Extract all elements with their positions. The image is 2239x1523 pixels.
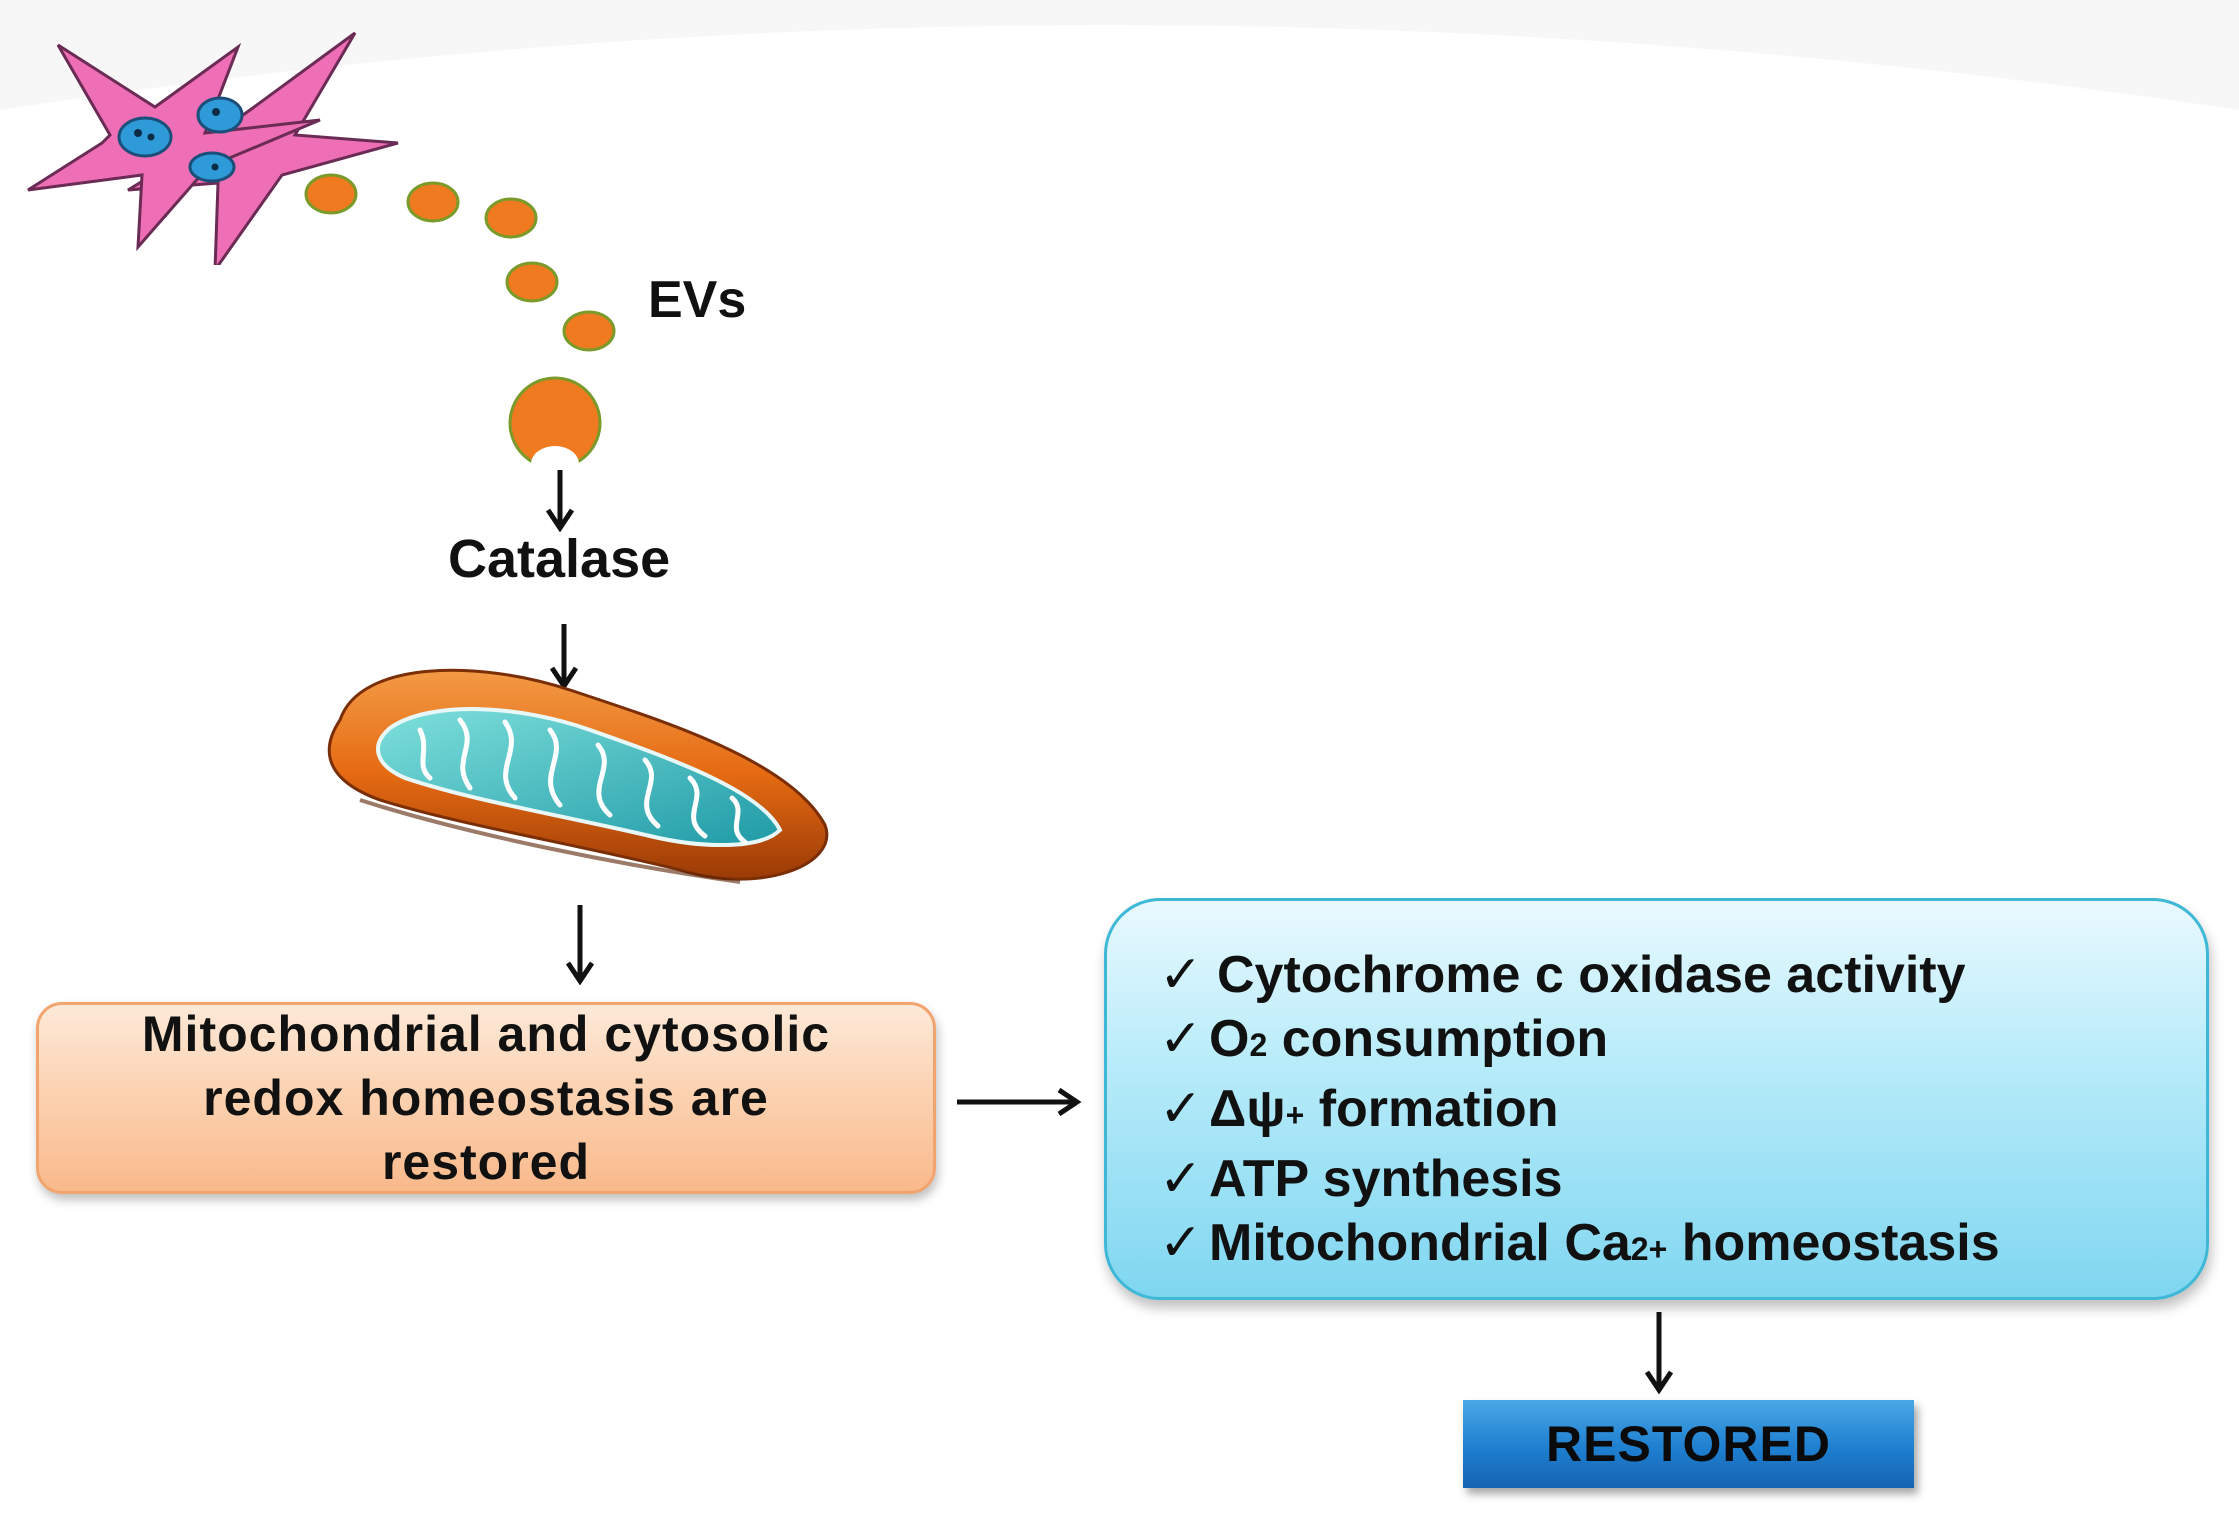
function-superscript: + [1285, 1097, 1305, 1133]
function-text-tail: consumption [1267, 1010, 1609, 1068]
vesicle [484, 197, 538, 239]
checkmark-icon: ✓ [1159, 1150, 1203, 1208]
stem-cells-illustration [27, 31, 399, 265]
function-text: Cytochrome c oxidase activity [1217, 946, 1966, 1004]
vesicle [304, 173, 358, 215]
function-item-membrane-potential: ✓ Δψ+ formation [1159, 1077, 2206, 1147]
extracellular-vesicles [304, 173, 616, 482]
function-text-tail: formation [1304, 1080, 1559, 1138]
function-subscript: 2 [1249, 1027, 1268, 1063]
redox-homeostasis-text: Mitochondrial and cytosolic redox homeos… [142, 1002, 830, 1194]
function-text-tail: homeostasis [1667, 1214, 2000, 1272]
catalase-label: Catalase [448, 529, 671, 589]
fusing-vesicle-icon [508, 376, 602, 482]
arrow-down-icon [549, 624, 579, 690]
nucleus-icon [196, 96, 244, 134]
function-item-cytochrome: ✓ Cytochrome c oxidase activity [1159, 943, 2206, 1007]
arrow-down-icon [545, 470, 575, 532]
arrow-right-icon [957, 1087, 1082, 1117]
restored-label: RESTORED [1546, 1416, 1831, 1472]
mitochondrion-illustration [327, 668, 829, 884]
checkmark-icon: ✓ [1159, 1010, 1203, 1068]
checkmark-icon: ✓ [1159, 1080, 1203, 1138]
redox-homeostasis-box: Mitochondrial and cytosolic redox homeos… [36, 1002, 936, 1194]
background-swoosh [0, 0, 2239, 110]
restored-box: RESTORED [1463, 1400, 1914, 1488]
stem-cell-front [27, 42, 321, 252]
arrow-down-icon [565, 905, 595, 985]
function-text: O [1209, 1010, 1250, 1068]
checkmark-icon: ✓ [1159, 946, 1203, 1004]
function-text: ATP synthesis [1209, 1150, 1563, 1208]
vesicle [562, 310, 616, 352]
vesicle [406, 181, 460, 223]
function-superscript: 2+ [1630, 1231, 1668, 1267]
nucleus-icon [188, 151, 236, 183]
redox-line-3: restored [381, 1134, 591, 1190]
redox-line-2: redox homeostasis are [203, 1070, 769, 1126]
checkmark-icon: ✓ [1159, 1214, 1203, 1272]
redox-line-1: Mitochondrial and cytosolic [141, 1006, 831, 1062]
function-text: Mitochondrial Ca [1209, 1214, 1631, 1272]
arrow-down-icon [1644, 1312, 1674, 1394]
evs-label: EVs [648, 271, 747, 329]
vesicle [505, 261, 559, 303]
function-item-atp-synthesis: ✓ ATP synthesis [1159, 1147, 2206, 1211]
function-text: Δψ [1209, 1080, 1286, 1138]
nucleus-icon [117, 116, 173, 158]
